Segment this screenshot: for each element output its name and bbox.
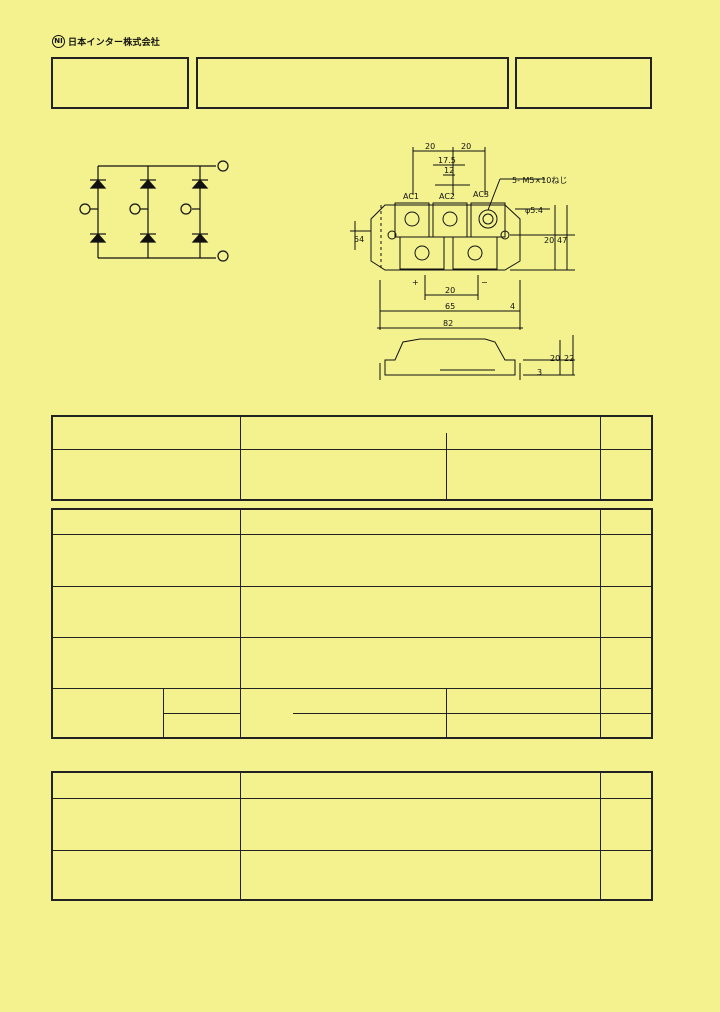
dim-4: 4 <box>510 302 515 311</box>
company-name: 日本インター株式会社 <box>68 37 161 48</box>
polarity-plus: + <box>412 278 419 287</box>
dim-65: 65 <box>445 302 455 311</box>
dim-20-height: 20 <box>550 354 560 363</box>
dim-17-5: 17.5 <box>438 156 456 165</box>
company-logo: NI 日本インター株式会社 <box>52 33 160 49</box>
dim-54: 54 <box>354 235 364 244</box>
dim-82: 82 <box>443 319 453 328</box>
dim-20-a: 20 <box>425 142 435 151</box>
circuit-diagram <box>79 160 229 262</box>
dim-47: 47 <box>557 236 567 245</box>
polarity-minus: − <box>481 278 488 287</box>
dim-22: 22 <box>564 354 574 363</box>
part-number-box <box>51 57 189 109</box>
product-title-box <box>196 57 509 109</box>
dim-20-side: 20 <box>544 236 554 245</box>
screw-note: 5- M5×10ねじ <box>512 176 567 185</box>
rating-box <box>515 57 652 109</box>
dim-20-bottom: 20 <box>445 286 455 295</box>
dim-20-b: 20 <box>461 142 471 151</box>
ratings-table-1 <box>51 415 653 501</box>
dim-phi-5-4: φ5.4 <box>525 206 543 215</box>
dim-3: 3 <box>537 368 542 377</box>
characteristics-table <box>51 771 653 901</box>
dimension-drawing: 20 20 17.5 12 AC1 AC2 AC3 5- M5×10ねじ φ5.… <box>350 142 575 380</box>
terminal-ac2: AC2 <box>439 192 455 201</box>
logo-mark: NI <box>52 34 65 48</box>
ratings-table-2 <box>51 508 653 739</box>
terminal-ac3: AC3 <box>473 190 489 199</box>
terminal-ac1: AC1 <box>403 192 419 201</box>
dim-12: 12 <box>444 166 454 175</box>
